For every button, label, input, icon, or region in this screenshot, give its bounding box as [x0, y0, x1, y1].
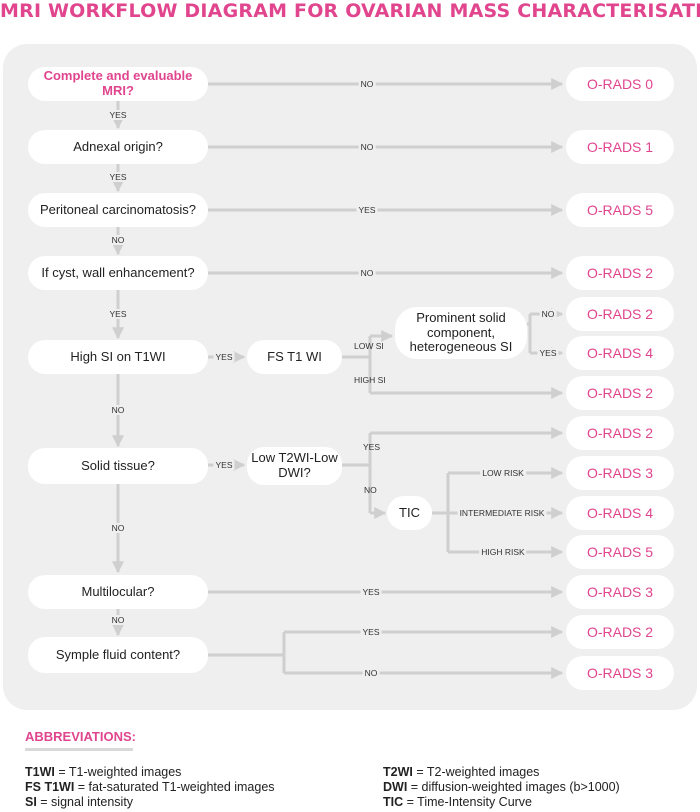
question-adnexal-origin: Adnexal origin?: [28, 130, 208, 164]
result-orads: O-RADS 3: [566, 575, 674, 609]
edge-label-no: NO: [362, 668, 380, 678]
edge-label-yes: YES: [363, 442, 381, 452]
result-orads: O-RADS 3: [566, 656, 674, 690]
low-t2wi-node: Low T2WI-Low DWI?: [247, 447, 342, 485]
edge-label-yes: YES: [537, 348, 559, 358]
edge-label-no: NO: [364, 485, 377, 495]
edge-label-no: NO: [358, 268, 376, 278]
result-orads: O-RADS 2: [566, 376, 674, 410]
prominent-solid-node: Prominent solid component, heterogeneous…: [395, 307, 527, 359]
result-orads: O-RADS 5: [566, 193, 674, 227]
result-orads: O-RADS 1: [566, 130, 674, 164]
abbreviations-underline: [25, 748, 133, 751]
edge-label-no: NO: [109, 405, 127, 415]
result-orads: O-RADS 4: [566, 496, 674, 530]
abbreviation-item: TIC = Time-Intensity Curve: [383, 795, 533, 809]
abbreviation-item: T2WI = T2-weighted images: [383, 765, 540, 779]
abbreviation-item: SI = signal intensity: [25, 795, 134, 809]
edge-label-high-si: HIGH SI: [354, 375, 386, 385]
edge-label-yes: YES: [213, 460, 235, 470]
edge-label-no: NO: [109, 615, 127, 625]
result-orads: O-RADS 3: [566, 456, 674, 490]
edge-label-no: NO: [109, 235, 127, 245]
question-complete-mri: Complete and evaluable MRI?: [28, 67, 208, 101]
edge-label-no: NO: [358, 142, 376, 152]
result-orads: O-RADS 2: [566, 297, 674, 331]
edge-label-low-si: LOW SI: [354, 341, 384, 351]
edge-label-intermediate-risk: INTERMEDIATE RISK: [457, 508, 547, 518]
edge-label-yes: YES: [107, 172, 129, 182]
result-orads: O-RADS 5: [566, 535, 674, 569]
edge-label-no: NO: [109, 523, 127, 533]
edge-label-yes: YES: [107, 309, 129, 319]
page-title: MRI WORKFLOW DIAGRAM FOR OVARIAN MASS CH…: [0, 0, 700, 22]
edge-label-yes: YES: [356, 205, 378, 215]
abbreviations-heading: ABBREVIATIONS:: [25, 729, 136, 744]
abbreviation-item: T1WI = T1-weighted images: [25, 765, 182, 779]
edge-label-low-risk: LOW RISK: [480, 468, 526, 478]
edge-label-yes: YES: [213, 352, 235, 362]
edge-label-yes: YES: [360, 587, 382, 597]
edge-label-no: NO: [539, 309, 557, 319]
result-orads: O-RADS 0: [566, 67, 674, 101]
question-wall-enhancement: If cyst, wall enhancement?: [28, 256, 208, 290]
result-orads: O-RADS 2: [566, 615, 674, 649]
question-high-si: High SI on T1WI: [28, 340, 208, 374]
question-simple-fluid: Symple fluid content?: [28, 637, 208, 673]
edge-label-yes: YES: [360, 627, 382, 637]
question-solid-tissue: Solid tissue?: [28, 448, 208, 484]
edge-label-no: NO: [358, 79, 376, 89]
tic-node: TIC: [387, 496, 432, 530]
edge-label-yes: YES: [107, 110, 129, 120]
question-peritoneal: Peritoneal carcinomatosis?: [28, 193, 208, 227]
result-orads: O-RADS 4: [566, 336, 674, 370]
question-multilocular: Multilocular?: [28, 575, 208, 609]
result-orads: O-RADS 2: [566, 256, 674, 290]
edge-label-high-risk: HIGH RISK: [479, 547, 527, 557]
result-orads: O-RADS 2: [566, 416, 674, 450]
abbreviation-item: DWI = diffusion-weighted images (b>1000): [383, 780, 620, 794]
fs-t1wi-node: FS T1 WI: [247, 340, 342, 374]
abbreviation-item: FS T1WI = fat-saturated T1-weighted imag…: [25, 780, 275, 794]
